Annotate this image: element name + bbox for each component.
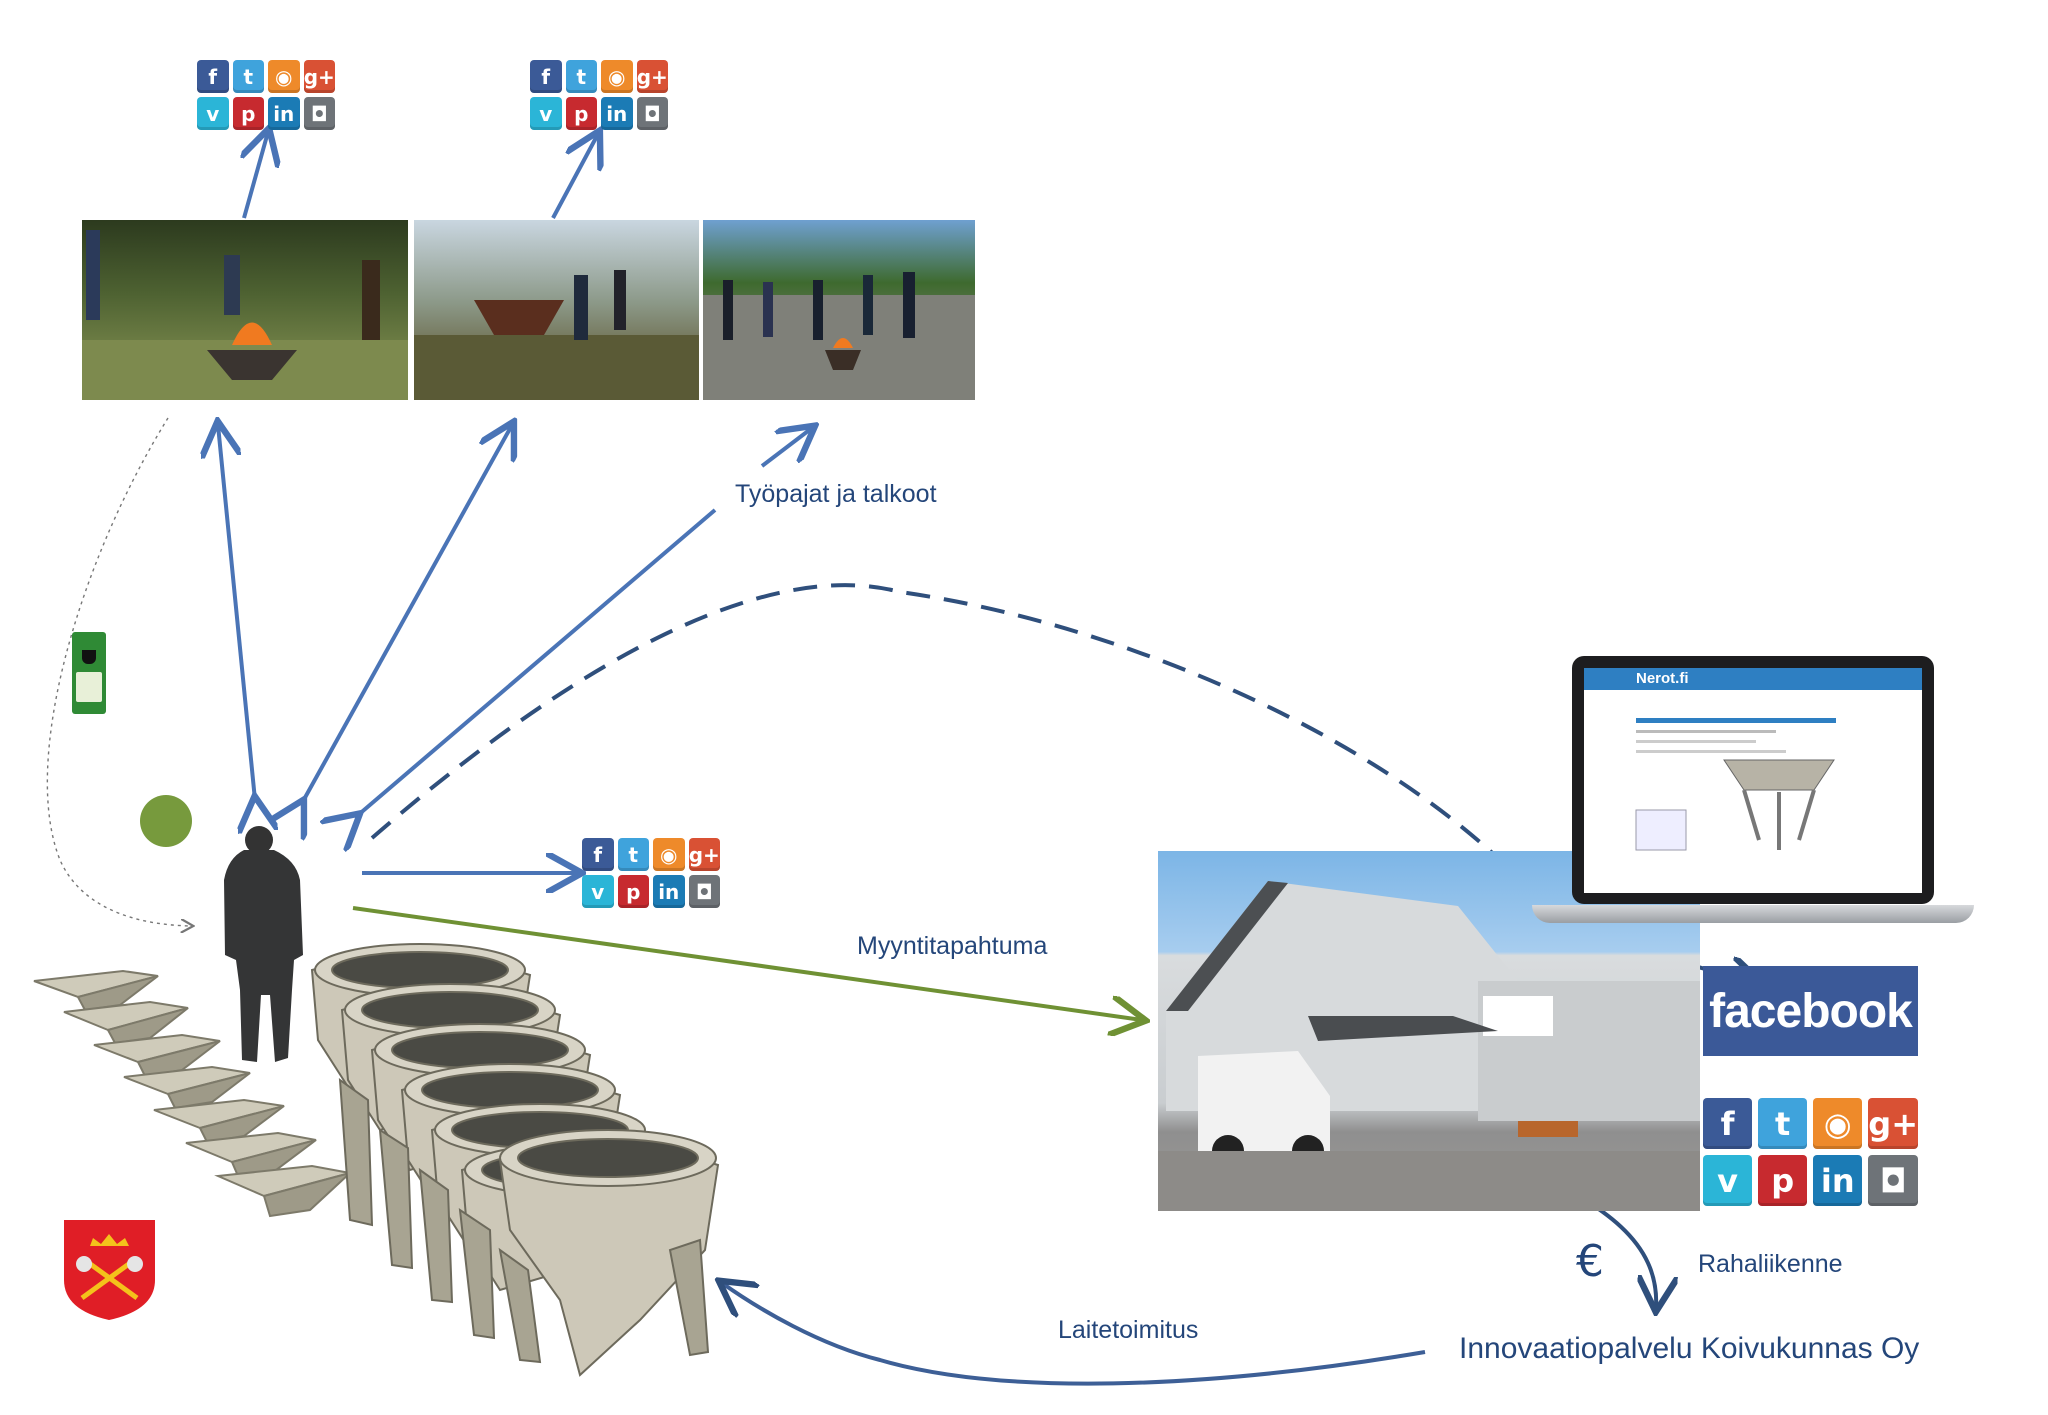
arrow-label-photo3 [760, 428, 812, 468]
pinterest-icon: p [565, 97, 597, 130]
rss-icon: ◉ [653, 838, 685, 871]
facebook-logo: facebook [1703, 966, 1918, 1056]
facebook-icon: f [582, 838, 614, 871]
twitter-icon: t [232, 60, 264, 93]
shop-building-photo [1158, 851, 1700, 1211]
fire-pit-row-small [33, 969, 351, 1218]
twitter-icon: t [1758, 1098, 1808, 1149]
person-silhouette [224, 826, 303, 1062]
arrow-person-photo3 [357, 508, 717, 816]
google-plus-icon: g+ [1868, 1098, 1918, 1149]
arrow-photo1-to-social [244, 132, 268, 219]
instagram-icon: ◘ [688, 875, 720, 908]
pinterest-icon: p [232, 97, 264, 130]
euro-icon: € [1576, 1236, 1604, 1287]
dotted-connector [46, 417, 192, 926]
google-plus-icon: g+ [688, 838, 720, 871]
vimeo-icon: v [1703, 1155, 1753, 1206]
coat-of-arms-icon [64, 1220, 155, 1320]
website-logo: Nerot.fi [1636, 670, 1689, 687]
arrow-person-photo1 [218, 425, 255, 800]
linkedin-icon: in [601, 97, 633, 130]
rss-icon: ◉ [268, 60, 300, 93]
linkedin-icon: in [653, 875, 685, 908]
label-company: Innovaatiopalvelu Koivukunnas Oy [1459, 1332, 1920, 1365]
coffee-label [76, 672, 102, 702]
label-money-flow: Rahaliikenne [1698, 1250, 1843, 1278]
facebook-icon: f [197, 60, 229, 93]
facebook-icon: f [1703, 1098, 1753, 1149]
arrow-sales-event [352, 906, 1142, 1020]
facebook-wordmark: facebook [1709, 984, 1913, 1038]
facebook-icon: f [530, 60, 562, 93]
label-delivery: Laitetoimitus [1058, 1316, 1199, 1344]
fire-pit-row-large [310, 943, 720, 1377]
website-header: Nerot.fi [1584, 668, 1922, 690]
workshop-photo-1 [82, 220, 408, 400]
twitter-icon: t [565, 60, 597, 93]
pinterest-icon: p [1758, 1155, 1808, 1206]
arrow-photo2-to-social [551, 134, 598, 219]
green-dot [140, 795, 192, 847]
arrow-delivery [722, 1283, 1426, 1386]
workshop-photo-3 [703, 220, 975, 400]
twitter-icon: t [617, 838, 649, 871]
rss-icon: ◉ [601, 60, 633, 93]
laptop-base [1532, 905, 1974, 923]
google-plus-icon: g+ [636, 60, 668, 93]
label-sales-event: Myyntitapahtuma [857, 932, 1048, 960]
google-plus-icon: g+ [303, 60, 335, 93]
pinterest-icon: p [617, 875, 649, 908]
coffee-cup-icon [82, 650, 96, 664]
instagram-icon: ◘ [1868, 1155, 1918, 1206]
workshop-photo-2 [414, 220, 699, 400]
linkedin-icon: in [268, 97, 300, 130]
instagram-icon: ◘ [303, 97, 335, 130]
label-workshops: Työpajat ja talkoot [735, 480, 937, 508]
arrow-dashed-facebook [370, 583, 1760, 984]
vimeo-icon: v [582, 875, 614, 908]
website-screenshot: Nerot.fi [1584, 668, 1922, 893]
arrow-person-photo2 [302, 425, 512, 803]
vimeo-icon: v [197, 97, 229, 130]
rss-icon: ◉ [1813, 1098, 1863, 1149]
instagram-icon: ◘ [636, 97, 668, 130]
linkedin-icon: in [1813, 1155, 1863, 1206]
vimeo-icon: v [530, 97, 562, 130]
